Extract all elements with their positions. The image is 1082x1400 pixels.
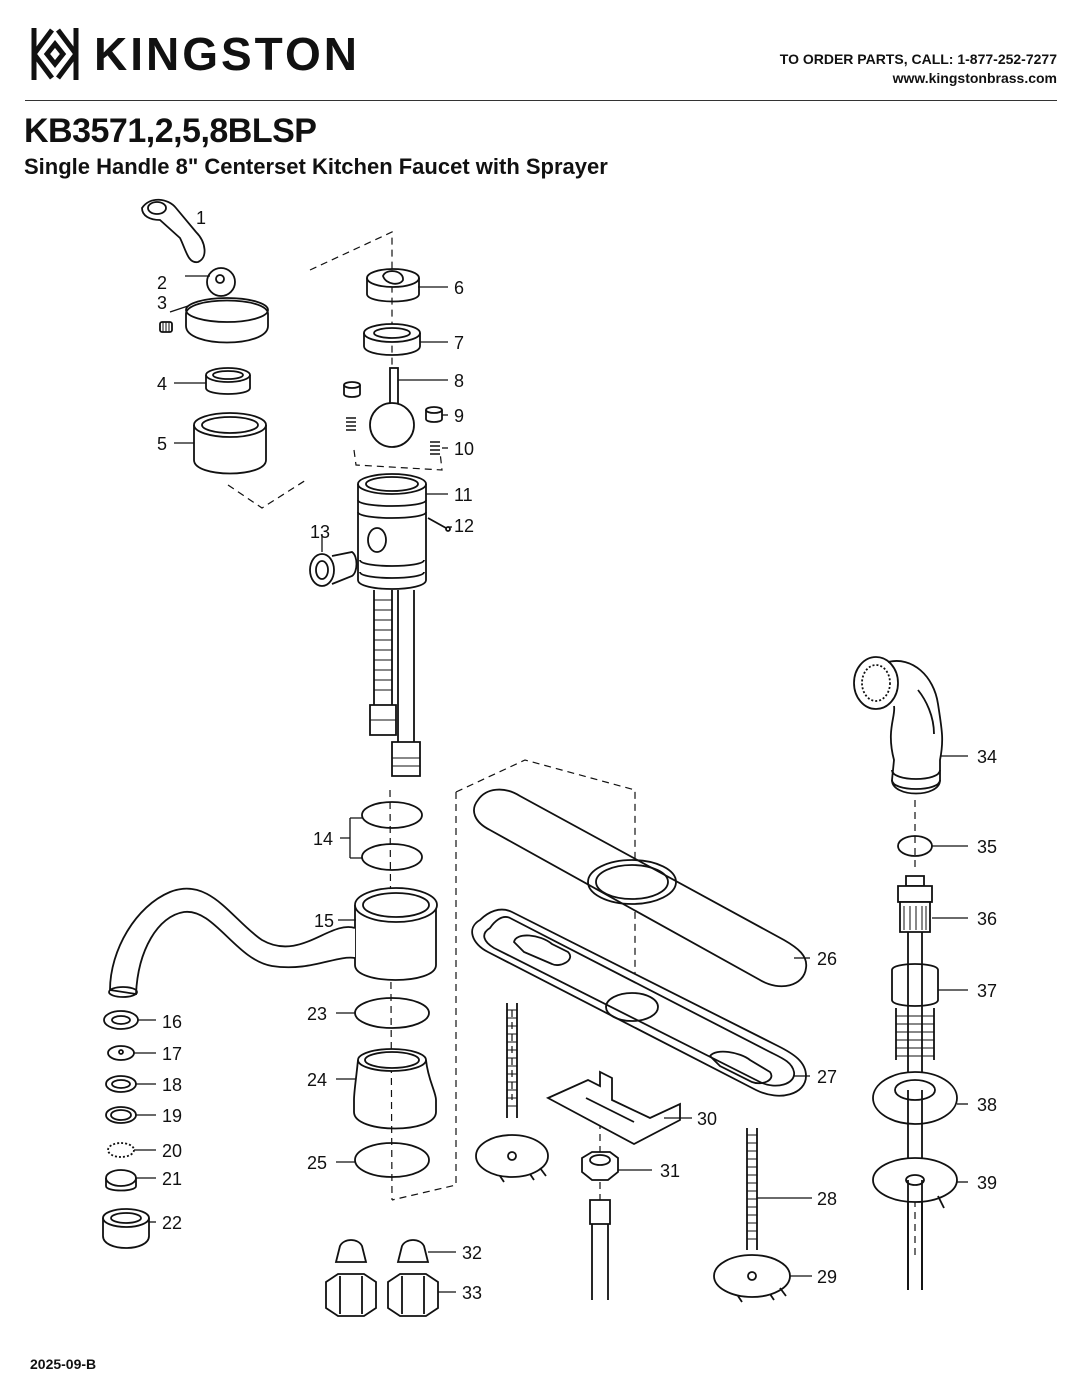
- part-18-screen-holder: [105, 1075, 137, 1093]
- header-divider: [25, 100, 1057, 101]
- part-9-seat: [343, 381, 443, 423]
- callout-39: 39: [977, 1173, 997, 1193]
- callout-labels: 1 2 3 4 5 6 7 8 9 10 11 12 13 14 15 16 1…: [157, 208, 997, 1303]
- callout-26: 26: [817, 949, 837, 969]
- callout-38: 38: [977, 1095, 997, 1115]
- part-31-nut: [581, 1151, 619, 1300]
- part-22-aerator-housing: [102, 1208, 150, 1249]
- callout-23: 23: [307, 1004, 327, 1024]
- supply-hoses: [369, 590, 421, 777]
- callout-30: 30: [697, 1109, 717, 1129]
- callout-10: 10: [454, 439, 474, 459]
- callout-20: 20: [162, 1141, 182, 1161]
- callout-24: 24: [307, 1070, 327, 1090]
- part-4-retaining-nut: [205, 367, 251, 395]
- callout-11: 11: [454, 485, 473, 505]
- product-description: Single Handle 8" Centerset Kitchen Fauce…: [24, 154, 608, 179]
- part-34-sprayer-head: [853, 656, 944, 795]
- part-13-diverter: [309, 551, 358, 587]
- callout-29: 29: [817, 1267, 837, 1287]
- part-26-deck-plate: [473, 788, 808, 988]
- callout-12: 12: [454, 516, 474, 536]
- callout-28: 28: [817, 1189, 837, 1209]
- part-16-washer: [103, 1010, 139, 1030]
- callout-3: 3: [157, 293, 167, 313]
- part-17-aerator-insert: [107, 1045, 135, 1061]
- leader-lines: [134, 275, 968, 1293]
- brand: KINGSTON: [30, 26, 360, 82]
- part-14-o-rings: [361, 801, 423, 871]
- callout-6: 6: [454, 278, 464, 298]
- callout-37: 37: [977, 981, 997, 1001]
- order-phone: TO ORDER PARTS, CALL: 1-877-252-7277: [779, 51, 1057, 67]
- revision-code: 2025-09-B: [30, 1356, 97, 1372]
- part-23-o-ring: [354, 997, 430, 1029]
- callout-5: 5: [157, 434, 167, 454]
- contact-info: TO ORDER PARTS, CALL: 1-877-252-7277 www…: [780, 50, 1057, 88]
- callout-8: 8: [454, 371, 464, 391]
- callout-9: 9: [454, 406, 464, 426]
- part-33-compression-nuts: [325, 1273, 439, 1317]
- part-11-valve-body: [357, 473, 427, 590]
- callout-22: 22: [162, 1213, 182, 1233]
- part-3-set-screw: [159, 321, 173, 333]
- part-7-cam-seal: [363, 323, 421, 356]
- part-5-dome-cap: [193, 412, 267, 475]
- part-30-bracket: [545, 1070, 681, 1146]
- part-8-ball-stem: [369, 367, 415, 448]
- website-link[interactable]: www.kingstonbrass.com: [892, 70, 1057, 86]
- callout-1: 1: [196, 208, 206, 228]
- part-10-spring: [346, 417, 440, 455]
- callout-15: 15: [314, 911, 334, 931]
- part-21-flow-restrictor: [105, 1169, 137, 1192]
- callout-27: 27: [817, 1067, 837, 1087]
- brand-name: KINGSTON: [94, 28, 360, 80]
- callout-21: 21: [162, 1169, 182, 1189]
- part-39-mounting-washer: [872, 1157, 958, 1290]
- callout-33: 33: [462, 1283, 482, 1303]
- part-29-mounting-plate: [475, 1134, 791, 1303]
- part-32-ferrules: [334, 1239, 430, 1263]
- model-number: KB3571,2,5,8BLSP: [24, 112, 317, 150]
- callout-16: 16: [162, 1012, 182, 1032]
- part-28-stud-bolt: [506, 1003, 758, 1250]
- callout-34: 34: [977, 747, 997, 767]
- callout-14: 14: [313, 829, 333, 849]
- part-15-spout: [108, 887, 438, 998]
- part-25-o-ring: [354, 1142, 430, 1178]
- kingston-logo-icon: [31, 28, 79, 80]
- callout-7: 7: [454, 333, 464, 353]
- callout-25: 25: [307, 1153, 327, 1173]
- part-1-handle-lever: [141, 198, 206, 263]
- callout-36: 36: [977, 909, 997, 929]
- part-19-ring: [105, 1106, 137, 1124]
- part-24-base-sleeve: [353, 1048, 437, 1130]
- callout-32: 32: [462, 1243, 482, 1263]
- callout-2: 2: [157, 273, 167, 293]
- callout-13: 13: [310, 522, 330, 542]
- callout-35: 35: [977, 837, 997, 857]
- part-6-cam: [366, 268, 420, 303]
- callout-17: 17: [162, 1044, 182, 1064]
- part-20-screen: [107, 1142, 135, 1158]
- part-36-connector: [897, 875, 933, 933]
- callout-4: 4: [157, 374, 167, 394]
- callout-18: 18: [162, 1075, 182, 1095]
- part-2-handle-base: [185, 267, 269, 344]
- part-12-pin: [427, 517, 451, 532]
- part-38-escutcheon: [872, 1071, 958, 1125]
- callout-31: 31: [660, 1161, 680, 1181]
- callout-19: 19: [162, 1106, 182, 1126]
